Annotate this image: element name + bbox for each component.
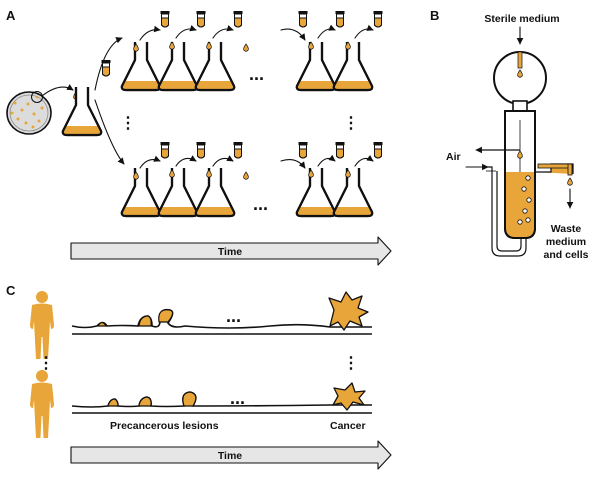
test-tube-icon	[298, 10, 308, 28]
tumor-icon	[332, 382, 366, 411]
flask-icon	[295, 40, 337, 92]
time-arrow-icon: Time	[70, 440, 392, 470]
flask-icon	[157, 166, 199, 218]
flask-icon	[120, 166, 162, 218]
flask-icon	[194, 40, 236, 92]
time-label-a: Time	[218, 246, 242, 258]
tissue-line-1: ...	[71, 291, 372, 335]
cancer-vdots: ⋮	[343, 355, 359, 372]
test-tube-icon	[196, 10, 206, 28]
branch-arrow-top	[94, 37, 123, 91]
droplet-icon	[243, 171, 249, 180]
sterile-medium-label: Sterile medium	[484, 13, 559, 25]
panel-b-label: B	[430, 8, 439, 23]
test-tube-icon	[335, 141, 345, 159]
tumor-icon	[328, 291, 369, 331]
cancer-label: Cancer	[330, 420, 366, 432]
test-tube-icon	[335, 10, 345, 28]
test-tube-icon	[196, 141, 206, 159]
branch-vdots: ⋮	[120, 115, 136, 132]
flask-icon	[295, 166, 337, 218]
person-vdots: ⋮	[38, 355, 54, 372]
petri-dish-icon	[6, 91, 52, 135]
inoculation-arrow	[41, 84, 74, 97]
test-tube-icon	[160, 141, 170, 159]
flask-icon	[332, 166, 374, 218]
test-tube-icon	[298, 141, 308, 159]
person-icon	[30, 291, 54, 359]
chemostat-icon	[480, 51, 574, 257]
person-icon	[30, 370, 54, 438]
precancerous-label: Precancerous lesions	[110, 420, 219, 432]
droplet-icon	[243, 43, 249, 52]
row-ellipsis: ...	[249, 64, 264, 84]
waste-label-3: and cells	[544, 249, 589, 261]
time-arrow-icon: Time	[70, 236, 392, 266]
lesion-ellipsis: ...	[230, 388, 245, 408]
test-tube-icon	[160, 10, 170, 28]
tissue-line-2: ...	[71, 382, 372, 414]
flask-icon	[194, 166, 236, 218]
test-tube-icon	[373, 141, 383, 159]
test-tube-icon	[233, 141, 243, 159]
flask-icon	[332, 40, 374, 92]
waste-label-2: medium	[546, 236, 586, 248]
test-tube-icon	[373, 10, 383, 28]
time-label-c: Time	[218, 450, 242, 462]
flask-row-top: ...	[120, 10, 383, 92]
column-vdots: ⋮	[343, 115, 359, 132]
air-label: Air	[446, 151, 461, 163]
test-tube-icon	[233, 10, 243, 28]
flask-row-bottom: ...	[120, 141, 383, 218]
flask-icon	[157, 40, 199, 92]
branch-arrow-bottom	[94, 99, 125, 165]
panel-c-label: C	[6, 283, 16, 298]
waste-label-1: Waste	[551, 223, 582, 235]
flask-icon	[120, 40, 162, 92]
row-ellipsis: ...	[253, 194, 268, 214]
panel-a-label: A	[6, 8, 16, 23]
lesion-ellipsis: ...	[226, 306, 241, 326]
flask-icon	[61, 85, 103, 137]
